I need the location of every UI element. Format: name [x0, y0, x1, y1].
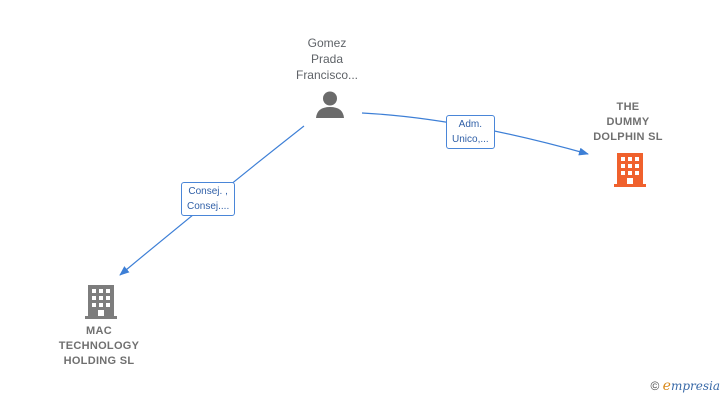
company-dummy-line-2: DUMMY: [606, 116, 650, 128]
person-name-line-3: Francisco...: [295, 68, 358, 82]
person-name-line-1: Gomez: [307, 36, 347, 50]
edge-label-to-dummy[interactable]: Adm. Unico,...: [446, 115, 495, 149]
brand-logo-initial: e: [662, 378, 671, 394]
edge-label-to-mac-line-1: Consej. ,: [188, 186, 228, 197]
person-name-line-2: Prada: [310, 52, 344, 66]
company-dummy-line-3: DOLPHIN SL: [593, 131, 663, 143]
person-icon[interactable]: [315, 90, 345, 120]
building-icon-dummy[interactable]: [614, 152, 646, 188]
company-mac-line-3: HOLDING SL: [63, 355, 135, 367]
company-mac-label[interactable]: MAC TECHNOLOGY HOLDING SL: [44, 324, 154, 369]
company-dummy-line-1: THE: [616, 101, 640, 113]
copyright-symbol: ©: [650, 379, 660, 393]
edge-label-to-dummy-line-1: Adm.: [458, 119, 483, 130]
edge-label-to-mac[interactable]: Consej. , Consej....: [181, 182, 236, 216]
building-icon-mac[interactable]: [85, 284, 117, 320]
footer-brand: © empresia: [650, 378, 720, 394]
edge-label-to-dummy-line-2: Unico,...: [452, 134, 489, 145]
brand-logo-text: mpresia: [670, 379, 720, 393]
edge-label-to-mac-line-2: Consej....: [187, 201, 230, 212]
company-mac-line-2: TECHNOLOGY: [58, 340, 140, 352]
company-mac-line-1: MAC: [86, 325, 112, 337]
person-node-label[interactable]: Gomez Prada Francisco...: [280, 35, 374, 83]
company-dummy-label[interactable]: THE DUMMY DOLPHIN SL: [578, 100, 678, 145]
